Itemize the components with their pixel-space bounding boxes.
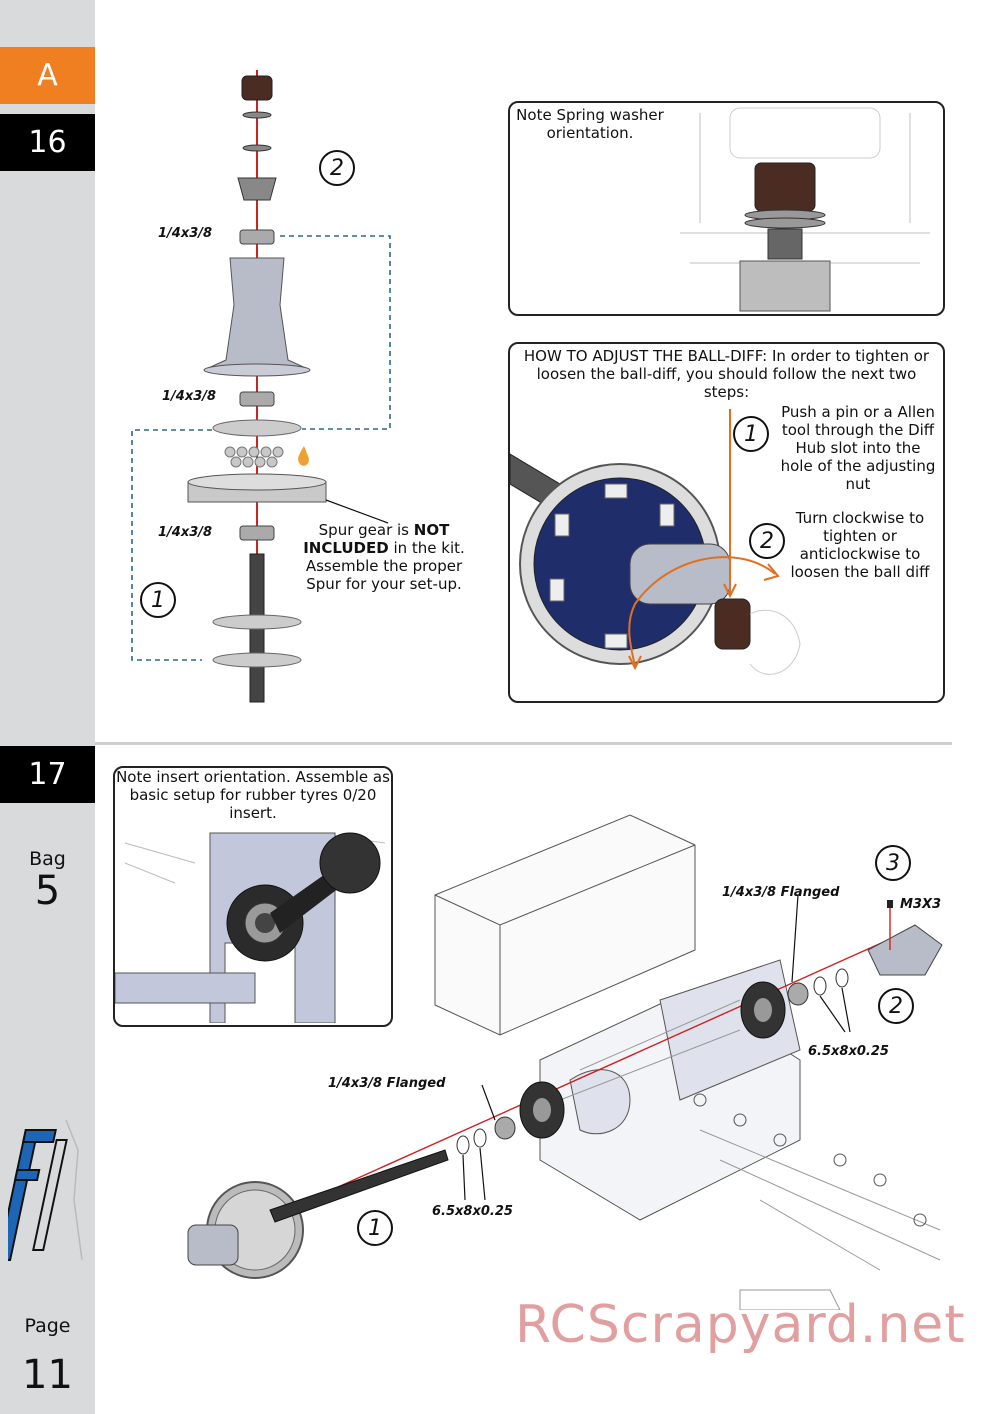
shim-label-left: 6.5x8x0.25 xyxy=(432,1204,513,1219)
bag-number: 5 xyxy=(34,868,61,914)
page-number: 11 xyxy=(22,1352,73,1398)
step-divider xyxy=(95,742,952,745)
bearing-label-top: 1/4x3/8 xyxy=(158,226,213,241)
spring-washer-illustration xyxy=(680,107,930,312)
flanged-bearing-label-right: 1/4x3/8 Flanged xyxy=(722,885,840,900)
callout-2: 2 xyxy=(319,150,355,186)
insert-orientation-illustration xyxy=(115,832,386,1023)
watermark: RCScrapyard.net xyxy=(515,1295,966,1355)
shim-label-right: 6.5x8x0.25 xyxy=(808,1044,889,1059)
ball-diff-title: HOW TO ADJUST THE BALL-DIFF: In order to… xyxy=(523,347,930,401)
spring-washer-box: Note Spring washer orientation. xyxy=(508,101,945,316)
ball-diff-illustration xyxy=(510,409,801,675)
insert-orientation-box: Note insert orientation. Assemble as bas… xyxy=(113,766,393,1027)
bag-label: Bag xyxy=(29,848,66,870)
step-number-16: 16 xyxy=(0,114,95,171)
spring-washer-note: Note Spring washer orientation. xyxy=(516,106,664,142)
diff-exploded-illustration xyxy=(131,70,391,703)
ball-diff-adjust-box: HOW TO ADJUST THE BALL-DIFF: In order to… xyxy=(508,342,945,703)
bearing-label-bottom: 1/4x3/8 xyxy=(158,525,213,540)
step-number-17: 17 xyxy=(0,746,95,803)
section-letter: A xyxy=(0,47,95,104)
bearing-label-middle: 1/4x3/8 xyxy=(162,389,217,404)
ball-diff-step2-text: Turn clockwise to tighten or anticlockwi… xyxy=(790,509,930,581)
callout-1-step17: 1 xyxy=(357,1210,393,1246)
chassis-assembly-illustration xyxy=(187,814,943,1310)
callout-2-step17: 2 xyxy=(878,988,914,1024)
ball-diff-step2-callout: 2 xyxy=(749,523,785,559)
flanged-bearing-label-left: 1/4x3/8 Flanged xyxy=(328,1076,446,1091)
spur-gear-note: Spur gear is NOT INCLUDED in the kit. As… xyxy=(303,521,465,593)
grub-screw-label: M3X3 xyxy=(900,897,942,912)
callout-1: 1 xyxy=(140,582,176,618)
page-label: Page xyxy=(24,1315,71,1337)
ball-diff-step1-callout: 1 xyxy=(733,416,769,452)
ball-diff-step1-text: Push a pin or a Allen tool through the D… xyxy=(780,403,936,493)
f110-logo-icon xyxy=(8,1119,83,1261)
insert-orientation-note: Note insert orientation. Assemble as bas… xyxy=(116,768,390,822)
callout-3: 3 xyxy=(875,845,911,881)
